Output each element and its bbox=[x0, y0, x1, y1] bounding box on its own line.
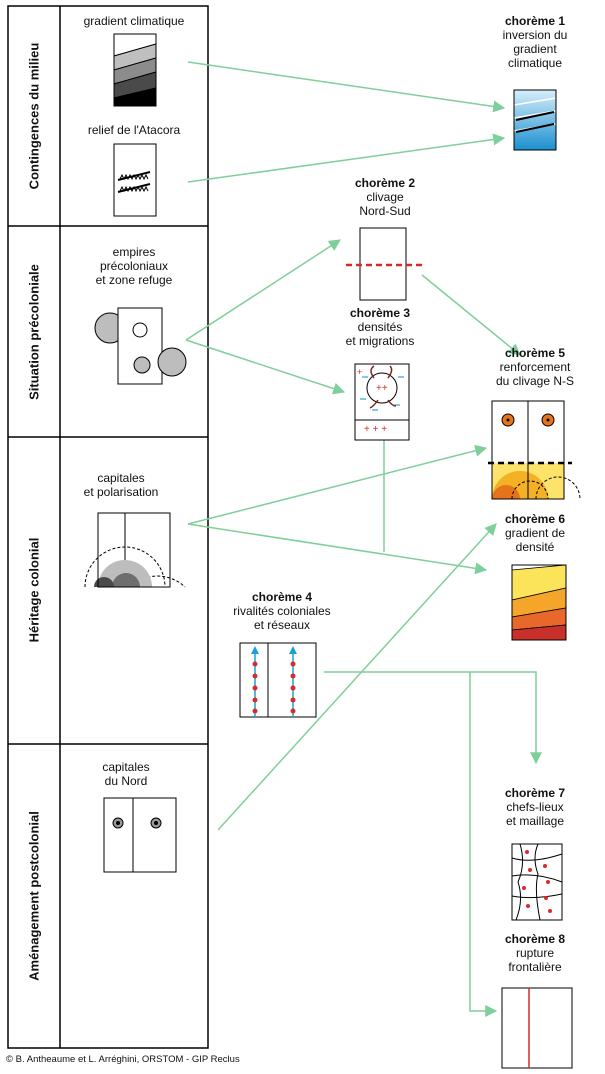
category-situation-precoloniale: Situation précoloniale bbox=[26, 264, 42, 400]
category-contingences: Contingences du milieu bbox=[26, 42, 42, 190]
choreme-3-line1: densités bbox=[357, 320, 403, 334]
choreme-7-line2: et maillage bbox=[505, 814, 565, 828]
choreme-4-figure bbox=[239, 642, 317, 718]
choreme-5-title: chorème 5 bbox=[504, 346, 566, 360]
relief-atacora-icon bbox=[113, 143, 157, 217]
empires-icon bbox=[94, 307, 187, 385]
svg-text:+: + bbox=[357, 367, 362, 377]
choreme-6-title: chorème 6 bbox=[504, 512, 566, 526]
choreme-8-line2: frontalière bbox=[508, 960, 562, 974]
choreme-1-figure bbox=[513, 89, 557, 151]
choreme-6-figure bbox=[511, 564, 567, 641]
connector-arrows bbox=[185, 61, 542, 1017]
label-capitales-1: capitales bbox=[97, 471, 145, 485]
choreme-5-line1: renforcement bbox=[499, 360, 571, 374]
label-gradient-climatique: gradient climatique bbox=[83, 14, 185, 28]
label-nord-1: capitales bbox=[102, 760, 150, 774]
choreme-2-line2: Nord-Sud bbox=[359, 204, 411, 218]
choreme-3-line2: et migrations bbox=[345, 334, 415, 348]
choreme-5-figure bbox=[488, 400, 581, 500]
choreme-8-line1: rupture bbox=[515, 946, 555, 960]
choreme-2-figure bbox=[346, 227, 422, 301]
choreme-7-figure bbox=[511, 843, 563, 921]
choreme-6-line2: densité bbox=[515, 540, 555, 554]
svg-text:++: ++ bbox=[376, 383, 388, 394]
choreme-1-title: chorème 1 bbox=[504, 14, 566, 28]
choreme-1-line1: inversion du bbox=[502, 28, 568, 42]
choreme-8-figure bbox=[501, 987, 573, 1069]
choreme-1-line3: climatique bbox=[507, 56, 563, 70]
svg-text:+ + +: + + + bbox=[364, 424, 387, 435]
choreme-2-title: chorème 2 bbox=[354, 176, 416, 190]
choreme-5-line2: du clivage N-S bbox=[495, 374, 575, 388]
label-nord-2: du Nord bbox=[104, 774, 148, 788]
choreme-4-title: chorème 4 bbox=[251, 590, 313, 604]
choreme-4-line1: rivalités coloniales bbox=[233, 604, 331, 618]
choreme-3-figure: ++ + + + + bbox=[354, 363, 410, 441]
category-amenagement-postcolonial: Aménagement postcolonial bbox=[26, 811, 42, 981]
choreme-1-line2: gradient bbox=[513, 42, 557, 56]
category-heritage-colonial: Héritage colonial bbox=[26, 537, 42, 643]
label-empires-3: et zone refuge bbox=[95, 273, 173, 287]
capitales-polarisation-icon bbox=[84, 512, 186, 588]
gradient-climatique-icon bbox=[113, 33, 157, 107]
choreme-3-title: chorème 3 bbox=[349, 306, 411, 320]
choreme-2-line1: clivage bbox=[366, 190, 404, 204]
credit-text: © B. Antheaume et L. Arréghini, ORSTOM -… bbox=[6, 1054, 240, 1065]
label-relief-atacora: relief de l'Atacora bbox=[87, 123, 181, 137]
choreme-4-line2: et réseaux bbox=[253, 618, 311, 632]
choreme-7-title: chorème 7 bbox=[504, 786, 566, 800]
label-empires-1: empires bbox=[112, 245, 156, 259]
label-empires-2: précoloniaux bbox=[99, 259, 169, 273]
label-capitales-2: et polarisation bbox=[83, 485, 159, 499]
choreme-7-line1: chefs-lieux bbox=[506, 800, 564, 814]
choreme-6-line1: gradient de bbox=[504, 526, 566, 540]
capitales-nord-icon bbox=[103, 797, 177, 873]
choreme-8-title: chorème 8 bbox=[504, 932, 566, 946]
